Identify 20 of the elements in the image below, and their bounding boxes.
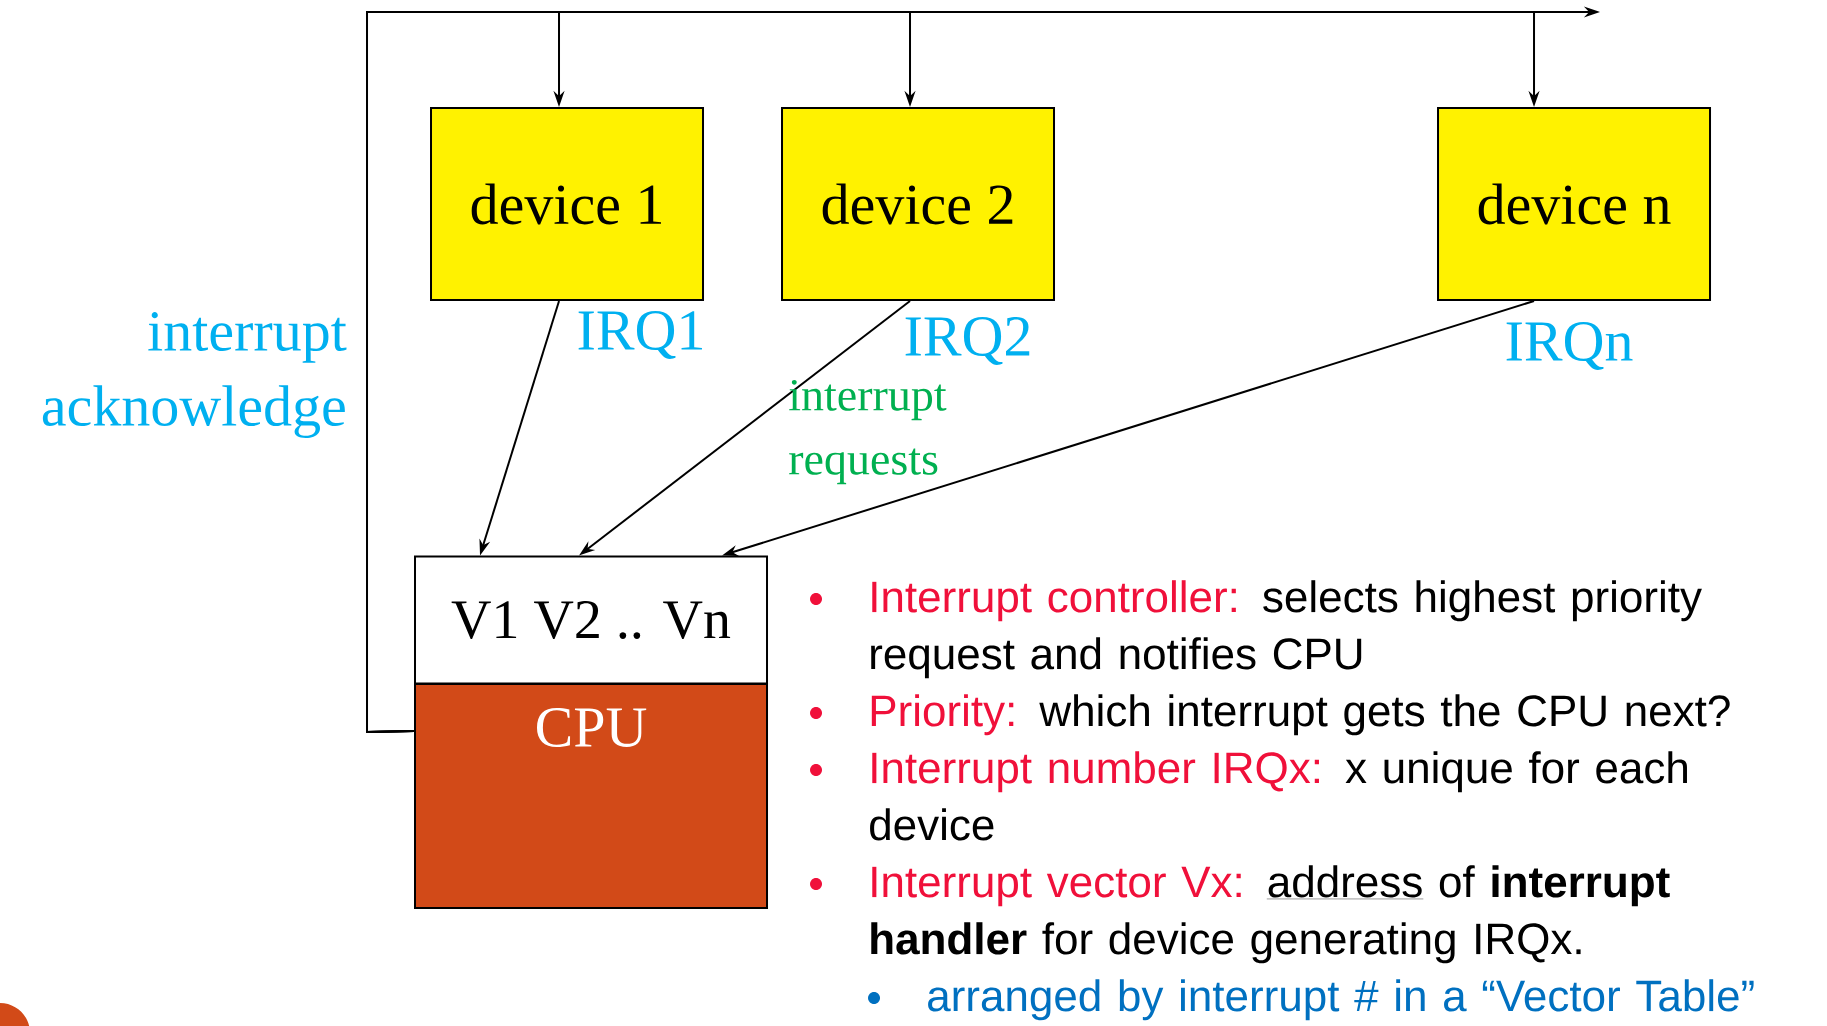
side-label: interrupt requests [789, 379, 947, 485]
label: x unique for each [1345, 751, 1687, 793]
label: of interrupt [1439, 865, 1670, 907]
label: address [1268, 865, 1422, 898]
device-box: device 1 [430, 107, 704, 301]
bullet-item: Priority: which interrupt gets the CPU next? [871, 694, 1730, 736]
side-label: interrupt acknowledge [42, 312, 347, 438]
bullet-item: arranged by interrupt # in a “Vector Table” [928, 979, 1754, 1021]
vector-box: V1 V2 .. Vn [414, 555, 768, 685]
device-box: device n [1437, 107, 1711, 301]
label: Interrupt vector Vx: [872, 866, 1241, 907]
device-box: device 2 [781, 107, 1055, 301]
label: handler for device generating IRQx. [871, 922, 1581, 964]
irq-label: IRQ2 [905, 317, 1030, 365]
label: device [870, 808, 994, 841]
irq-label: IRQ1 [578, 311, 702, 359]
label: Interrupt number IRQx: [872, 751, 1319, 793]
cpu-box: CPU [414, 683, 768, 909]
irq-label: IRQn [1506, 322, 1633, 370]
bullet-item: Interrupt vector Vx: address of interrupt handler for device generating IRQx. [871, 865, 1670, 964]
